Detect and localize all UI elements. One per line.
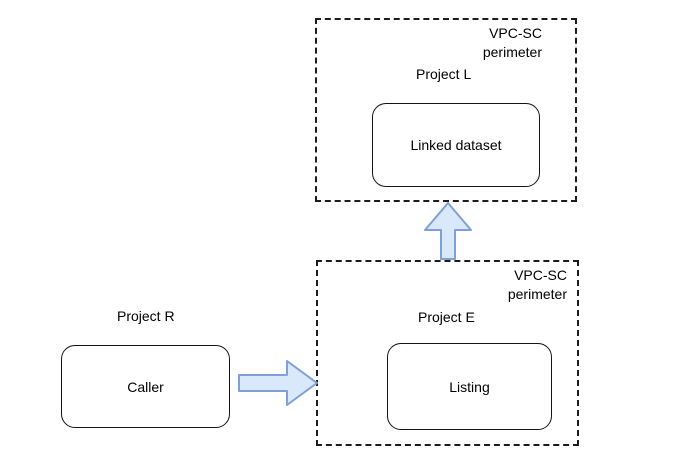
right-arrow-shape xyxy=(238,360,318,406)
project-r-label: Project R xyxy=(117,308,175,324)
listing-to-linked-dataset-arrow xyxy=(424,202,472,260)
linked-dataset-node: Linked dataset xyxy=(372,103,540,187)
caller-to-listing-arrow xyxy=(238,360,318,406)
caller-node-label: Caller xyxy=(127,378,164,395)
perimeter-bottom-label: VPC-SC perimeter xyxy=(508,266,567,304)
linked-dataset-node-label: Linked dataset xyxy=(410,137,502,153)
listing-node-label: Listing xyxy=(449,378,490,395)
vpc-sc-perimeter-bottom: VPC-SC perimeter Project E Listing xyxy=(316,260,579,446)
perimeter-top-label-line1: VPC-SC xyxy=(489,25,542,41)
listing-node: Listing xyxy=(387,343,552,430)
perimeter-top-label: VPC-SC perimeter xyxy=(483,24,542,62)
perimeter-bottom-label-line1: VPC-SC xyxy=(514,267,567,283)
perimeter-top-label-line2: perimeter xyxy=(482,44,542,60)
up-arrow-shape xyxy=(424,202,472,260)
project-l-label: Project L xyxy=(416,66,472,82)
project-e-label: Project E xyxy=(418,309,475,325)
vpc-sc-perimeter-top: VPC-SC perimeter Project L Linked datase… xyxy=(315,18,577,202)
caller-node: Caller xyxy=(61,345,230,428)
perimeter-bottom-label-line2: perimeter xyxy=(507,286,567,302)
